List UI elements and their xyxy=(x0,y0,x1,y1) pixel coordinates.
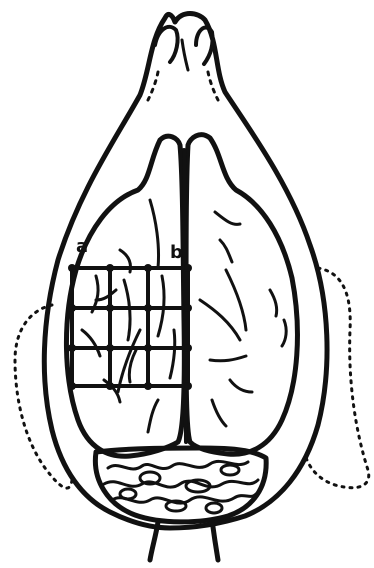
right-vessels xyxy=(200,212,286,426)
eye-mark-left xyxy=(148,72,158,100)
cerebellum-folia xyxy=(104,461,258,513)
snout-left xyxy=(155,27,178,62)
label-a: a xyxy=(76,238,88,256)
left-hemisphere xyxy=(66,136,184,456)
snout-center xyxy=(182,40,188,70)
grid-vessels xyxy=(82,276,175,382)
eye-mark-right xyxy=(208,72,218,100)
label-b: b xyxy=(170,244,183,262)
right-ear-dotted xyxy=(305,268,369,488)
brainstem-right xyxy=(212,520,218,560)
midline-fissure xyxy=(184,150,186,442)
